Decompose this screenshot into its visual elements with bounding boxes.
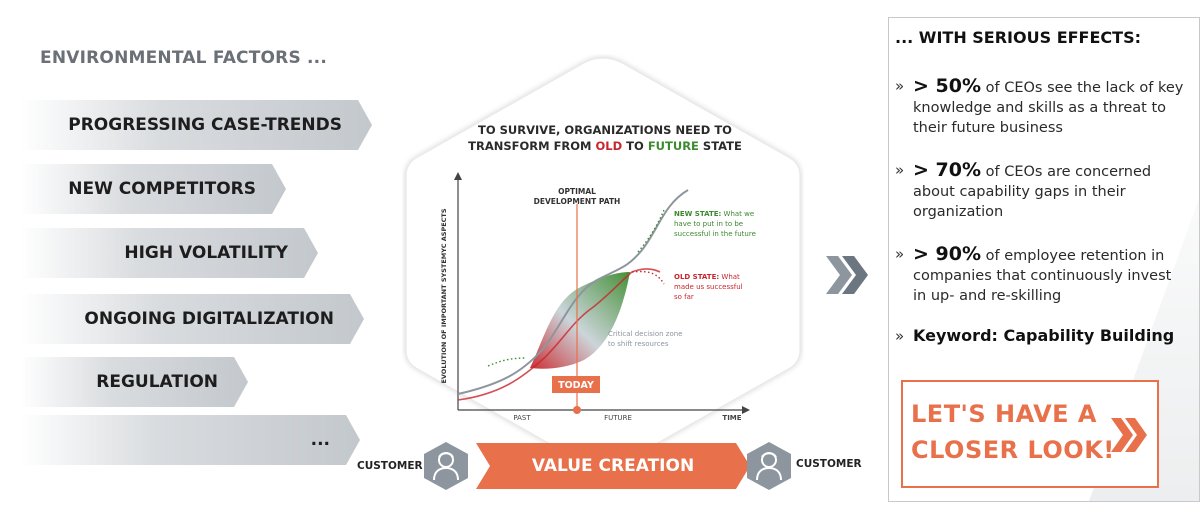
new-state-label-2: have to put in to be: [674, 220, 743, 228]
factor-label: REGULATION: [96, 372, 218, 392]
factor-label: ONGOING DIGITALIZATION: [84, 309, 334, 329]
effects-panel: ... WITH SERIOUS EFFECTS: » > 50% of CEO…: [888, 17, 1200, 502]
y-axis-label: EVOLUTION OF IMPORTANT SYSTEMYC ASPECTS: [440, 208, 448, 383]
old-state-label-3: so far: [674, 293, 694, 301]
optimal-path-label-1: OPTIMAL: [558, 187, 596, 196]
factor-ongoing-digitalization: ONGOING DIGITALIZATION: [20, 294, 364, 344]
transformation-graph: EVOLUTION OF IMPORTANT SYSTEMYC ASPECTS …: [440, 172, 756, 422]
factor-label: NEW COMPETITORS: [68, 179, 256, 199]
value-creation-bar: VALUE CREATION: [476, 443, 750, 489]
old-word: OLD: [595, 139, 623, 153]
optimal-path-label-2: DEVELOPMENT PATH: [534, 197, 621, 206]
cta-line-1: LET'S HAVE A: [911, 400, 1097, 428]
critical-decision-zone: [530, 272, 630, 369]
new-state-label-3: successful in the future: [674, 230, 756, 238]
chevron-double-right-icon: [1111, 418, 1147, 452]
effect-item: » > 50% of CEOs see the lack of key know…: [895, 76, 1185, 138]
today-marker: [573, 406, 581, 414]
new-state-label-1: NEW STATE: What we: [674, 210, 754, 218]
effect-item: » > 90% of employee retention in compani…: [895, 244, 1185, 306]
factor-label: ...: [310, 430, 330, 450]
factor-high-volatility: HIGH VOLATILITY: [20, 228, 318, 278]
effect-keyword: » Keyword: Capability Building: [895, 326, 1185, 347]
environmental-factors-title: ENVIRONMENTAL FACTORS ...: [40, 48, 328, 68]
x-label-time: TIME: [722, 414, 741, 422]
decision-zone-label-1: Critical decision zone: [608, 330, 683, 338]
effect-stat: > 90%: [913, 243, 982, 265]
effect-text: of employee retention in companies that …: [913, 248, 1172, 304]
bullet-icon: »: [895, 77, 905, 95]
old-state-dotted: [631, 270, 665, 285]
customer-label-right: CUSTOMER: [796, 458, 862, 470]
factor-label: PROGRESSING CASE-TRENDS: [68, 115, 342, 135]
start-dotted: [487, 357, 527, 367]
factor-progressing-case-trends: PROGRESSING CASE-TRENDS: [20, 100, 372, 150]
x-label-past: PAST: [513, 414, 531, 422]
x-label-future: FUTURE: [604, 414, 632, 422]
old-state-curve: [457, 268, 661, 401]
factor-new-competitors: NEW COMPETITORS: [20, 164, 286, 214]
bullet-icon: »: [895, 161, 905, 179]
keyword-text: Keyword: Capability Building: [913, 326, 1175, 345]
future-word: FUTURE: [647, 139, 699, 153]
effects-title: ... WITH SERIOUS EFFECTS:: [895, 28, 1141, 47]
old-state-label-1: OLD STATE: What: [674, 273, 740, 281]
factor-more: ...: [20, 415, 360, 465]
transform-title-line1: TO SURVIVE, ORGANIZATIONS NEED TO: [478, 123, 732, 137]
bullet-icon: »: [895, 245, 905, 263]
effect-item: » > 70% of CEOs are concerned about capa…: [895, 160, 1185, 222]
decision-zone-label-2: to shift resources: [608, 340, 669, 348]
customer-label-left: CUSTOMER: [357, 460, 423, 472]
customer-person-icon: [424, 442, 468, 490]
x-axis-arrow: [742, 406, 750, 414]
transform-title: TO SURVIVE, ORGANIZATIONS NEED TO TRANSF…: [460, 122, 750, 154]
effect-text: of CEOs see the lack of key knowledge an…: [913, 80, 1184, 136]
old-state-label-2: made us successful: [674, 283, 743, 291]
transform-title-line2: TRANSFORM FROM OLD TO FUTURE STATE: [468, 139, 742, 153]
effect-text: of CEOs are concerned about capability g…: [913, 164, 1152, 220]
new-state-curve: [457, 189, 689, 395]
cta-line-2: CLOSER LOOK!: [911, 436, 1115, 464]
factor-label: HIGH VOLATILITY: [124, 243, 288, 263]
customer-person-icon: [747, 442, 791, 490]
today-badge: [552, 376, 600, 393]
factor-regulation: REGULATION: [20, 357, 248, 407]
today-label: TODAY: [558, 380, 594, 391]
value-creation-label: VALUE CREATION: [531, 456, 695, 476]
effect-stat: > 50%: [913, 75, 982, 97]
bullet-icon: »: [895, 327, 905, 345]
effect-stat: > 70%: [913, 159, 982, 181]
y-axis-arrow: [454, 172, 462, 180]
chevron-double-right-icon: [826, 256, 868, 294]
closer-look-button[interactable]: LET'S HAVE A CLOSER LOOK!: [901, 380, 1159, 488]
new-state-dotted: [637, 209, 665, 253]
